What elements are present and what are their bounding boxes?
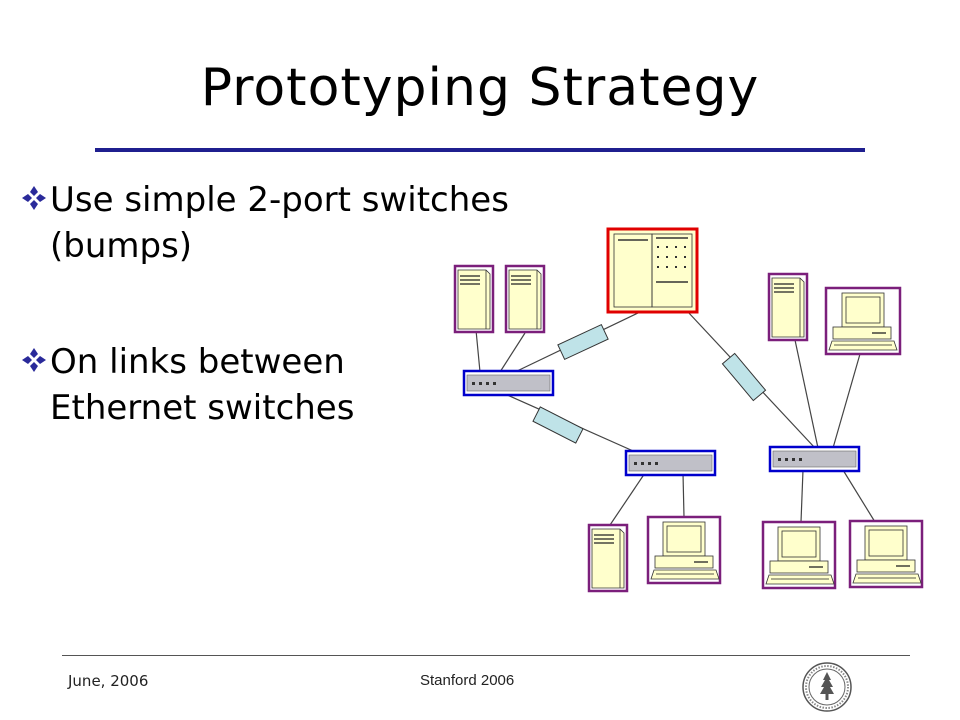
link-switch2-server <box>609 472 646 526</box>
diamond-bullet-icon <box>22 348 46 372</box>
bullet-1-line-2: (bumps) <box>50 226 193 266</box>
bullet-item-1: Use simple 2-port switches (bumps) <box>20 178 620 268</box>
bullet-item-2: On links between Ethernet switches <box>20 340 440 430</box>
desktop-pc-3 <box>761 520 837 590</box>
bullet-2-line-1: On links between <box>50 342 345 382</box>
ethernet-switch-3 <box>768 445 861 473</box>
footer-date: June, 2006 <box>68 672 149 690</box>
server-tower-2 <box>504 264 546 334</box>
title-underline <box>95 148 865 152</box>
link-switch3-pc-left <box>800 469 804 523</box>
university-seal-icon <box>802 662 852 712</box>
bump-switches <box>532 323 767 444</box>
link-switch3-pc-right <box>842 469 876 523</box>
link-server2-switch1 <box>499 332 526 373</box>
footer-center-text: Stanford 2006 <box>420 672 515 689</box>
desktop-pc-4 <box>848 519 924 589</box>
bullet-1-line-1: Use simple 2-port switches <box>50 180 509 220</box>
diamond-bullet-icon <box>22 186 46 210</box>
link-server-switch3 <box>794 339 819 449</box>
desktop-pc-1 <box>824 286 902 356</box>
server-tower-3 <box>767 272 809 342</box>
bump-switch <box>557 323 609 361</box>
footer-divider <box>62 655 910 656</box>
router-device <box>606 227 699 314</box>
ethernet-switch-2 <box>624 449 717 477</box>
bump-switch <box>532 406 584 444</box>
desktop-pc-2 <box>646 515 722 585</box>
slide-title: Prototyping Strategy <box>200 58 760 118</box>
server-tower-1 <box>453 264 495 334</box>
bump-switch <box>721 352 767 402</box>
server-tower-4 <box>587 523 629 593</box>
ethernet-switch-1 <box>462 369 555 397</box>
link-server1-switch1 <box>475 329 481 373</box>
link-pc-switch3 <box>832 353 861 449</box>
bullet-2-line-2: Ethernet switches <box>50 388 355 428</box>
link-switch2-pc <box>682 472 685 518</box>
